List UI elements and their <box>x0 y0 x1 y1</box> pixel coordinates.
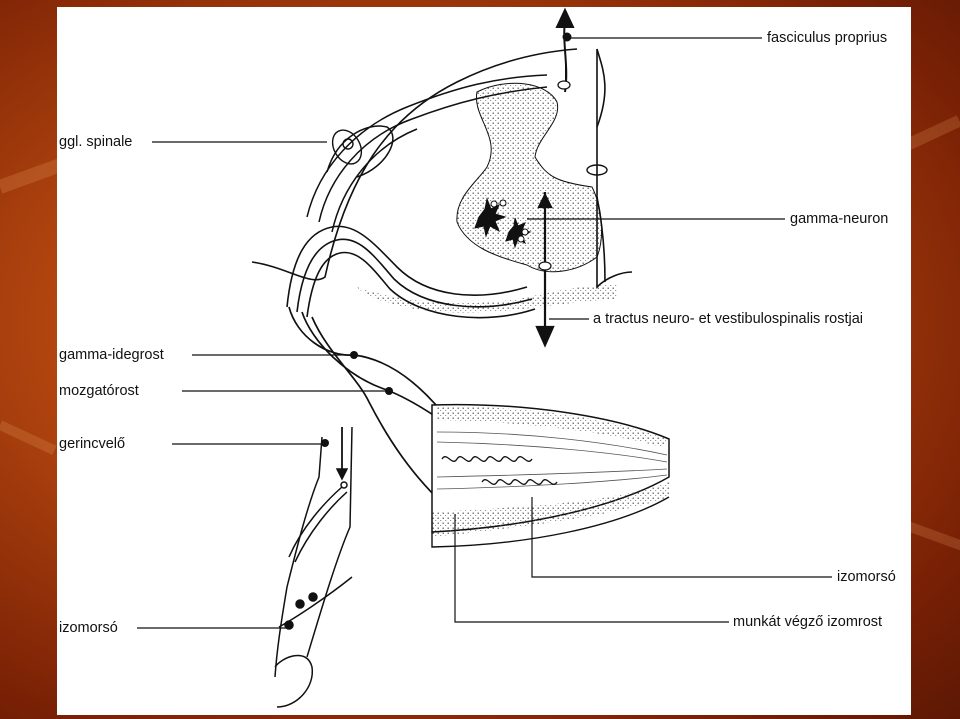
label-gerincvelo: gerincvelő <box>59 436 126 452</box>
reflex-arc-diagram <box>137 7 832 708</box>
gamma-neuron-cells <box>474 197 532 249</box>
label-izomorso-right: izomorsó <box>837 569 896 585</box>
label-mozgatorost: mozgatórost <box>59 383 139 399</box>
grey-matter <box>456 82 602 273</box>
label-gamma-idegrost: gamma-idegrost <box>59 347 164 363</box>
label-tractus: a tractus neuro- et vestibulospinalis ro… <box>593 311 863 327</box>
descending-tract-arrow <box>535 192 555 348</box>
leader-lines <box>137 37 832 629</box>
label-munkat-vegzo-izomrost: munkát végző izomrost <box>733 614 883 630</box>
spinal-ganglion <box>331 129 363 165</box>
central-canal <box>586 164 608 176</box>
label-fasciculus-proprius: fasciculus proprius <box>767 30 888 46</box>
diagram-slide: fasciculus proprius ggl. spinale gamma-n… <box>57 7 911 715</box>
label-gamma-neuron: gamma-neuron <box>790 211 889 227</box>
label-ggl-spinale: ggl. spinale <box>59 134 133 150</box>
ventral-root <box>286 225 536 319</box>
ascending-arrow <box>555 7 575 93</box>
label-izomorso-left: izomorsó <box>59 620 118 636</box>
dorsal-root <box>306 74 548 233</box>
limb-spindle-diagram <box>274 426 353 708</box>
muscle-block <box>431 403 670 548</box>
white-matter-band <box>357 285 617 314</box>
